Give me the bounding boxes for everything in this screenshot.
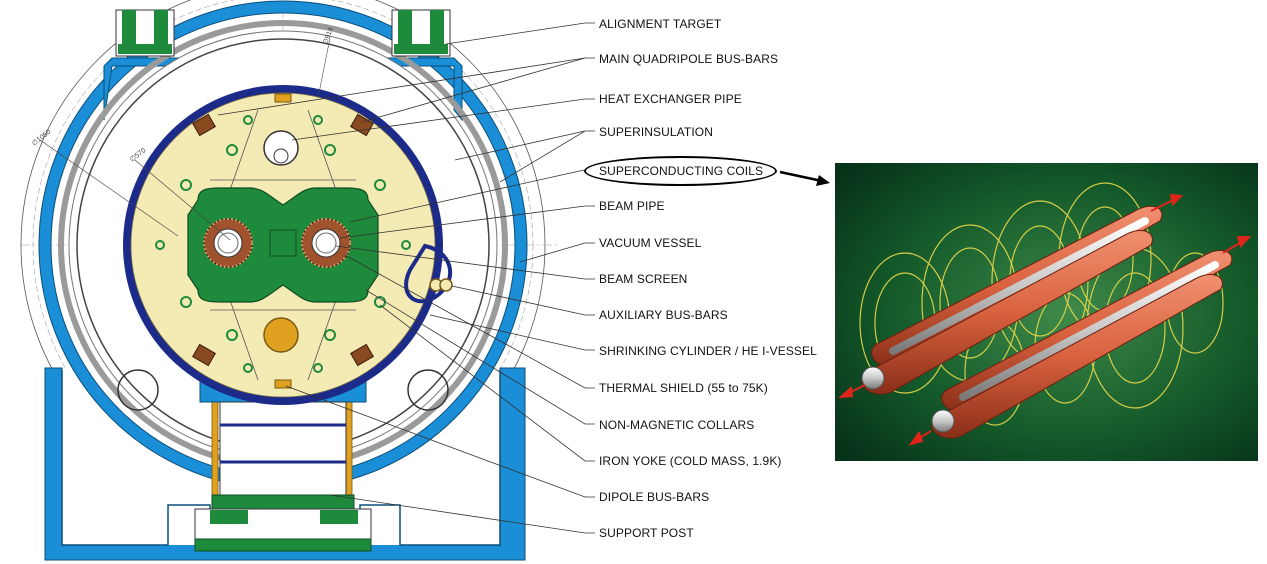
label-alignment-target: ALIGNMENT TARGET bbox=[599, 17, 722, 31]
support-post bbox=[219, 401, 347, 503]
label-non-magnetic-collars: NON-MAGNETIC COLLARS bbox=[599, 418, 755, 432]
coil-assembly-2 bbox=[931, 250, 1233, 439]
label-vacuum-vessel: VACUUM VESSEL bbox=[599, 236, 702, 250]
pointer-arrow bbox=[779, 170, 830, 186]
label-superinsulation: SUPERINSULATION bbox=[599, 125, 713, 139]
right-beam-screen bbox=[315, 232, 337, 254]
label-support-post: SUPPORT POST bbox=[599, 526, 694, 540]
label-shrinking-cylinder: SHRINKING CYLINDER / HE I-VESSEL bbox=[599, 344, 817, 358]
dim-outer: ∅1050 bbox=[31, 129, 52, 148]
heat-exchanger-pipe bbox=[263, 130, 299, 166]
coil-illustration bbox=[835, 163, 1258, 461]
quad-bus-bar-1 bbox=[192, 113, 216, 137]
left-lower-tube bbox=[117, 369, 159, 411]
label-beam-screen: BEAM SCREEN bbox=[599, 272, 688, 286]
label-main-quadripole-bus-bars: MAIN QUADRIPOLE BUS-BARS bbox=[599, 52, 779, 66]
support-post-foot bbox=[194, 538, 372, 552]
aux-bus-bar-2 bbox=[439, 278, 453, 292]
highlight-ellipse bbox=[584, 156, 777, 186]
left-beam-screen bbox=[217, 232, 239, 254]
beam-arrows bbox=[838, 193, 1252, 446]
left-alignment-target bbox=[115, 9, 175, 57]
dipole-cross-section: ∅1050 ∅570 ∅914 bbox=[20, 0, 560, 561]
left-superconducting-coil bbox=[203, 218, 253, 268]
right-alignment-target bbox=[391, 9, 451, 57]
coil-assembly-1 bbox=[861, 205, 1163, 395]
label-heat-exchanger-pipe: HEAT EXCHANGER PIPE bbox=[599, 92, 742, 106]
label-dipole-bus-bars: DIPOLE BUS-BARS bbox=[599, 490, 710, 504]
right-superconducting-coil bbox=[301, 218, 351, 268]
dipole-bus-bar-1 bbox=[192, 343, 216, 367]
panel-background bbox=[835, 163, 1258, 461]
label-auxiliary-bus-bars: AUXILIARY BUS-BARS bbox=[599, 308, 728, 322]
label-beam-pipe: BEAM PIPE bbox=[599, 199, 665, 213]
label-thermal-shield: THERMAL SHIELD (55 to 75K) bbox=[599, 381, 768, 395]
label-iron-yoke: IRON YOKE (COLD MASS, 1.9K) bbox=[599, 454, 782, 468]
lower-pipe bbox=[263, 317, 299, 353]
